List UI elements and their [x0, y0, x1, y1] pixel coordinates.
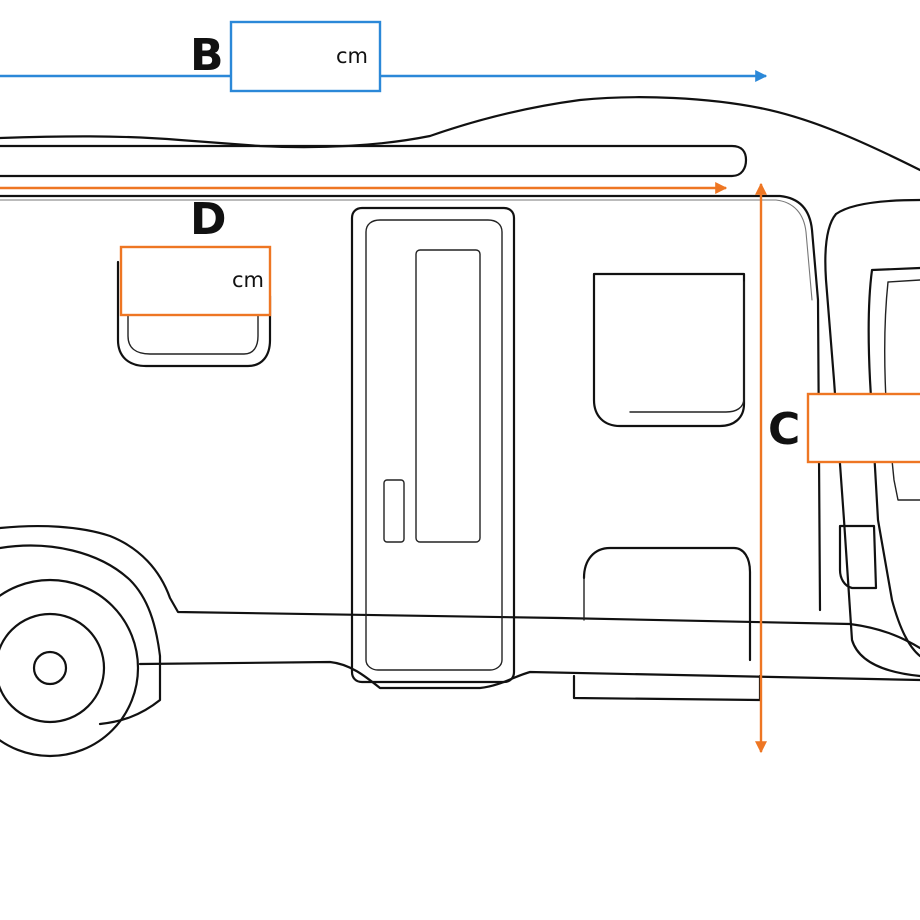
- wheel-icon: [0, 578, 140, 758]
- window-rear: [116, 260, 272, 368]
- body-side-inner: [0, 199, 813, 301]
- window-side: [592, 272, 746, 428]
- roof-line: [0, 96, 920, 172]
- dimension-b-unit: cm: [336, 44, 368, 68]
- lower-body-line: [0, 525, 920, 650]
- dimension-c-input[interactable]: [806, 392, 920, 464]
- window-side-inner: [629, 281, 745, 413]
- motorhome-icon: [0, 96, 920, 758]
- cab-step: [838, 524, 878, 590]
- dimension-c: C: [755, 182, 920, 754]
- cab-door: [867, 266, 920, 658]
- dimension-d-letter: D: [190, 194, 227, 245]
- wheel-arch: [0, 544, 162, 726]
- window-rear-inner: [127, 313, 259, 355]
- cab-door-inner: [884, 279, 920, 501]
- entry-door: [350, 206, 516, 684]
- awning-rail: [0, 144, 748, 178]
- cab-outline: [824, 198, 920, 678]
- dimension-d-unit: cm: [232, 268, 264, 292]
- step-plate: [572, 674, 762, 702]
- sill-line: [138, 660, 920, 690]
- service-hatch: [582, 546, 752, 662]
- door-handle: [383, 479, 405, 543]
- body-side-panel: [0, 194, 822, 612]
- dimension-d: D cm: [0, 182, 728, 317]
- dimension-d-input[interactable]: [119, 245, 272, 317]
- dimension-b-input[interactable]: [229, 20, 382, 93]
- dimension-c-letter: C: [768, 404, 800, 455]
- dimension-b: B cm: [0, 20, 768, 93]
- dimension-b-letter: B: [190, 30, 224, 81]
